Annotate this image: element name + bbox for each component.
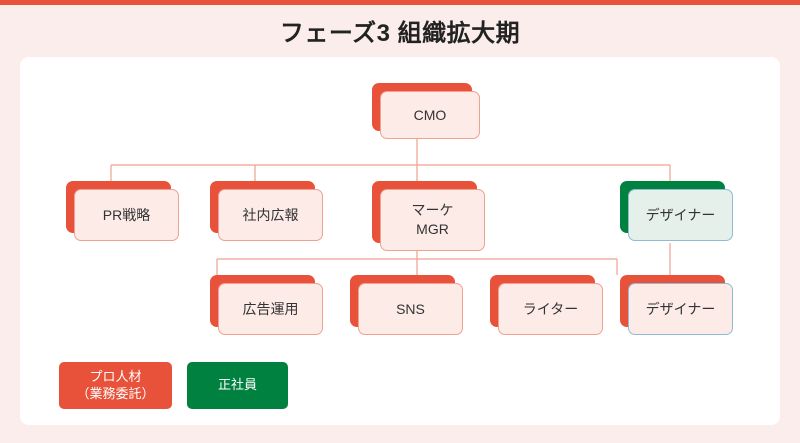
legend-item-pro-talent-label-1: プロ人材 [89, 369, 142, 385]
node-designer-contractor-card: デザイナー [628, 283, 733, 335]
node-marketing-mgr-card: マーケ MGR [380, 189, 485, 251]
legend: プロ人材 （業務委託） 正社員 [59, 362, 288, 409]
node-writer-card: ライター [498, 283, 603, 335]
page-title: フェーズ3 組織拡大期 [279, 20, 521, 47]
node-writer-label: ライター [522, 300, 579, 317]
node-ad-operations[interactable]: 広告運用 [210, 275, 323, 335]
node-ad-operations-card: 広告運用 [218, 283, 323, 335]
node-marketing-mgr[interactable]: マーケ MGR [372, 181, 485, 251]
node-marketing-mgr-label-2: MGR [416, 221, 449, 237]
legend-item-employee: 正社員 [187, 362, 288, 409]
org-chart-card: CMO PR戦略 社内広報 マーケ MGR デザイナー 広告 [20, 57, 780, 425]
node-internal-pr[interactable]: 社内広報 [210, 181, 323, 241]
node-designer-employee-card: デザイナー [628, 189, 733, 241]
legend-item-pro-talent: プロ人材 （業務委託） [59, 362, 172, 409]
node-sns[interactable]: SNS [350, 275, 463, 335]
node-internal-pr-card: 社内広報 [218, 189, 323, 241]
node-pr-strategy-card: PR戦略 [74, 189, 179, 241]
node-designer-employee[interactable]: デザイナー [620, 181, 733, 241]
node-ad-operations-label: 広告運用 [242, 300, 299, 317]
legend-item-employee-label: 正社員 [217, 377, 257, 393]
node-cmo-card: CMO [380, 91, 480, 139]
node-marketing-mgr-label-1: マーケ [411, 202, 454, 219]
node-sns-card: SNS [358, 283, 463, 335]
node-designer-contractor-label: デザイナー [645, 300, 716, 317]
top-accent-bar [0, 0, 800, 5]
node-cmo-label: CMO [413, 106, 447, 123]
node-pr-strategy-label: PR戦略 [102, 206, 151, 223]
node-cmo[interactable]: CMO [372, 83, 480, 139]
node-pr-strategy[interactable]: PR戦略 [66, 181, 179, 241]
legend-item-pro-talent-label-2: （業務委託） [76, 385, 155, 401]
node-designer-employee-label: デザイナー [645, 206, 716, 223]
node-designer-contractor[interactable]: デザイナー [620, 275, 733, 335]
node-writer[interactable]: ライター [490, 275, 603, 335]
node-internal-pr-label: 社内広報 [242, 206, 299, 223]
node-sns-label: SNS [396, 300, 425, 317]
